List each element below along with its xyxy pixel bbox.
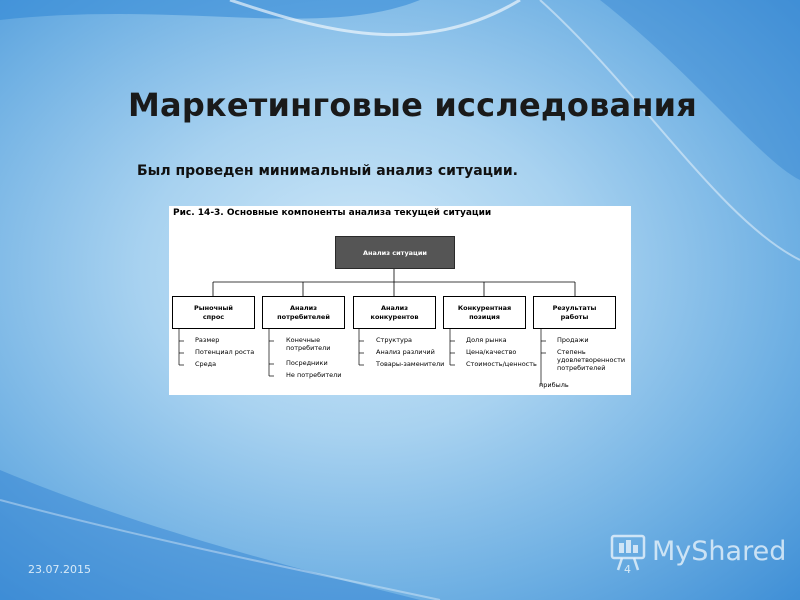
branch-box-competitor-analysis: Анализ конкурентов [353,296,436,329]
slide-subtitle: Был проведен минимальный анализ ситуации… [137,163,518,179]
list-item: Продажи [557,336,589,344]
diagram-caption: Рис. 14-3. Основные компоненты анализа т… [173,208,492,218]
list-item: Доля рынка [466,336,507,344]
list-item: Товары-заменители [376,360,445,368]
branch-box-competitive-position: Конкурентная позиция [443,296,526,329]
list-item: Размер [195,336,220,344]
connector-lines [178,268,576,386]
list-item: Посредники [286,359,328,367]
list-item: Цена/качество [466,348,517,356]
branch-box-consumer-analysis: Анализ потребителей [262,296,345,329]
branch-box-market-demand: Рыночный спрос [172,296,255,329]
list-item: Степень удовлетворенности потребителей [557,348,626,372]
branch-box-performance-results: Результаты работы [533,296,616,329]
slide-title: Маркетинговые исследования [127,86,698,124]
list-item: Не потребители [286,371,342,379]
root-node: Анализ ситуации [335,236,455,269]
page-number: 4 [624,563,631,576]
list-item: Анализ различий [376,348,435,356]
watermark-logo: MyShared [610,532,790,576]
diagram-figure: Рис. 14-3. Основные компоненты анализа т… [169,206,631,395]
slide-date: 23.07.2015 [28,563,91,576]
list-item: Потенциал роста [195,348,255,356]
presentation-board-icon [610,534,646,571]
list-item: Конечные потребители [286,336,331,352]
list-item: прибыль [539,381,569,389]
logo-text: MyShared [652,536,787,567]
list-item: Среда [195,360,217,368]
list-item: Стоимость/ценность [466,360,537,368]
list-item: Структура [376,336,412,344]
